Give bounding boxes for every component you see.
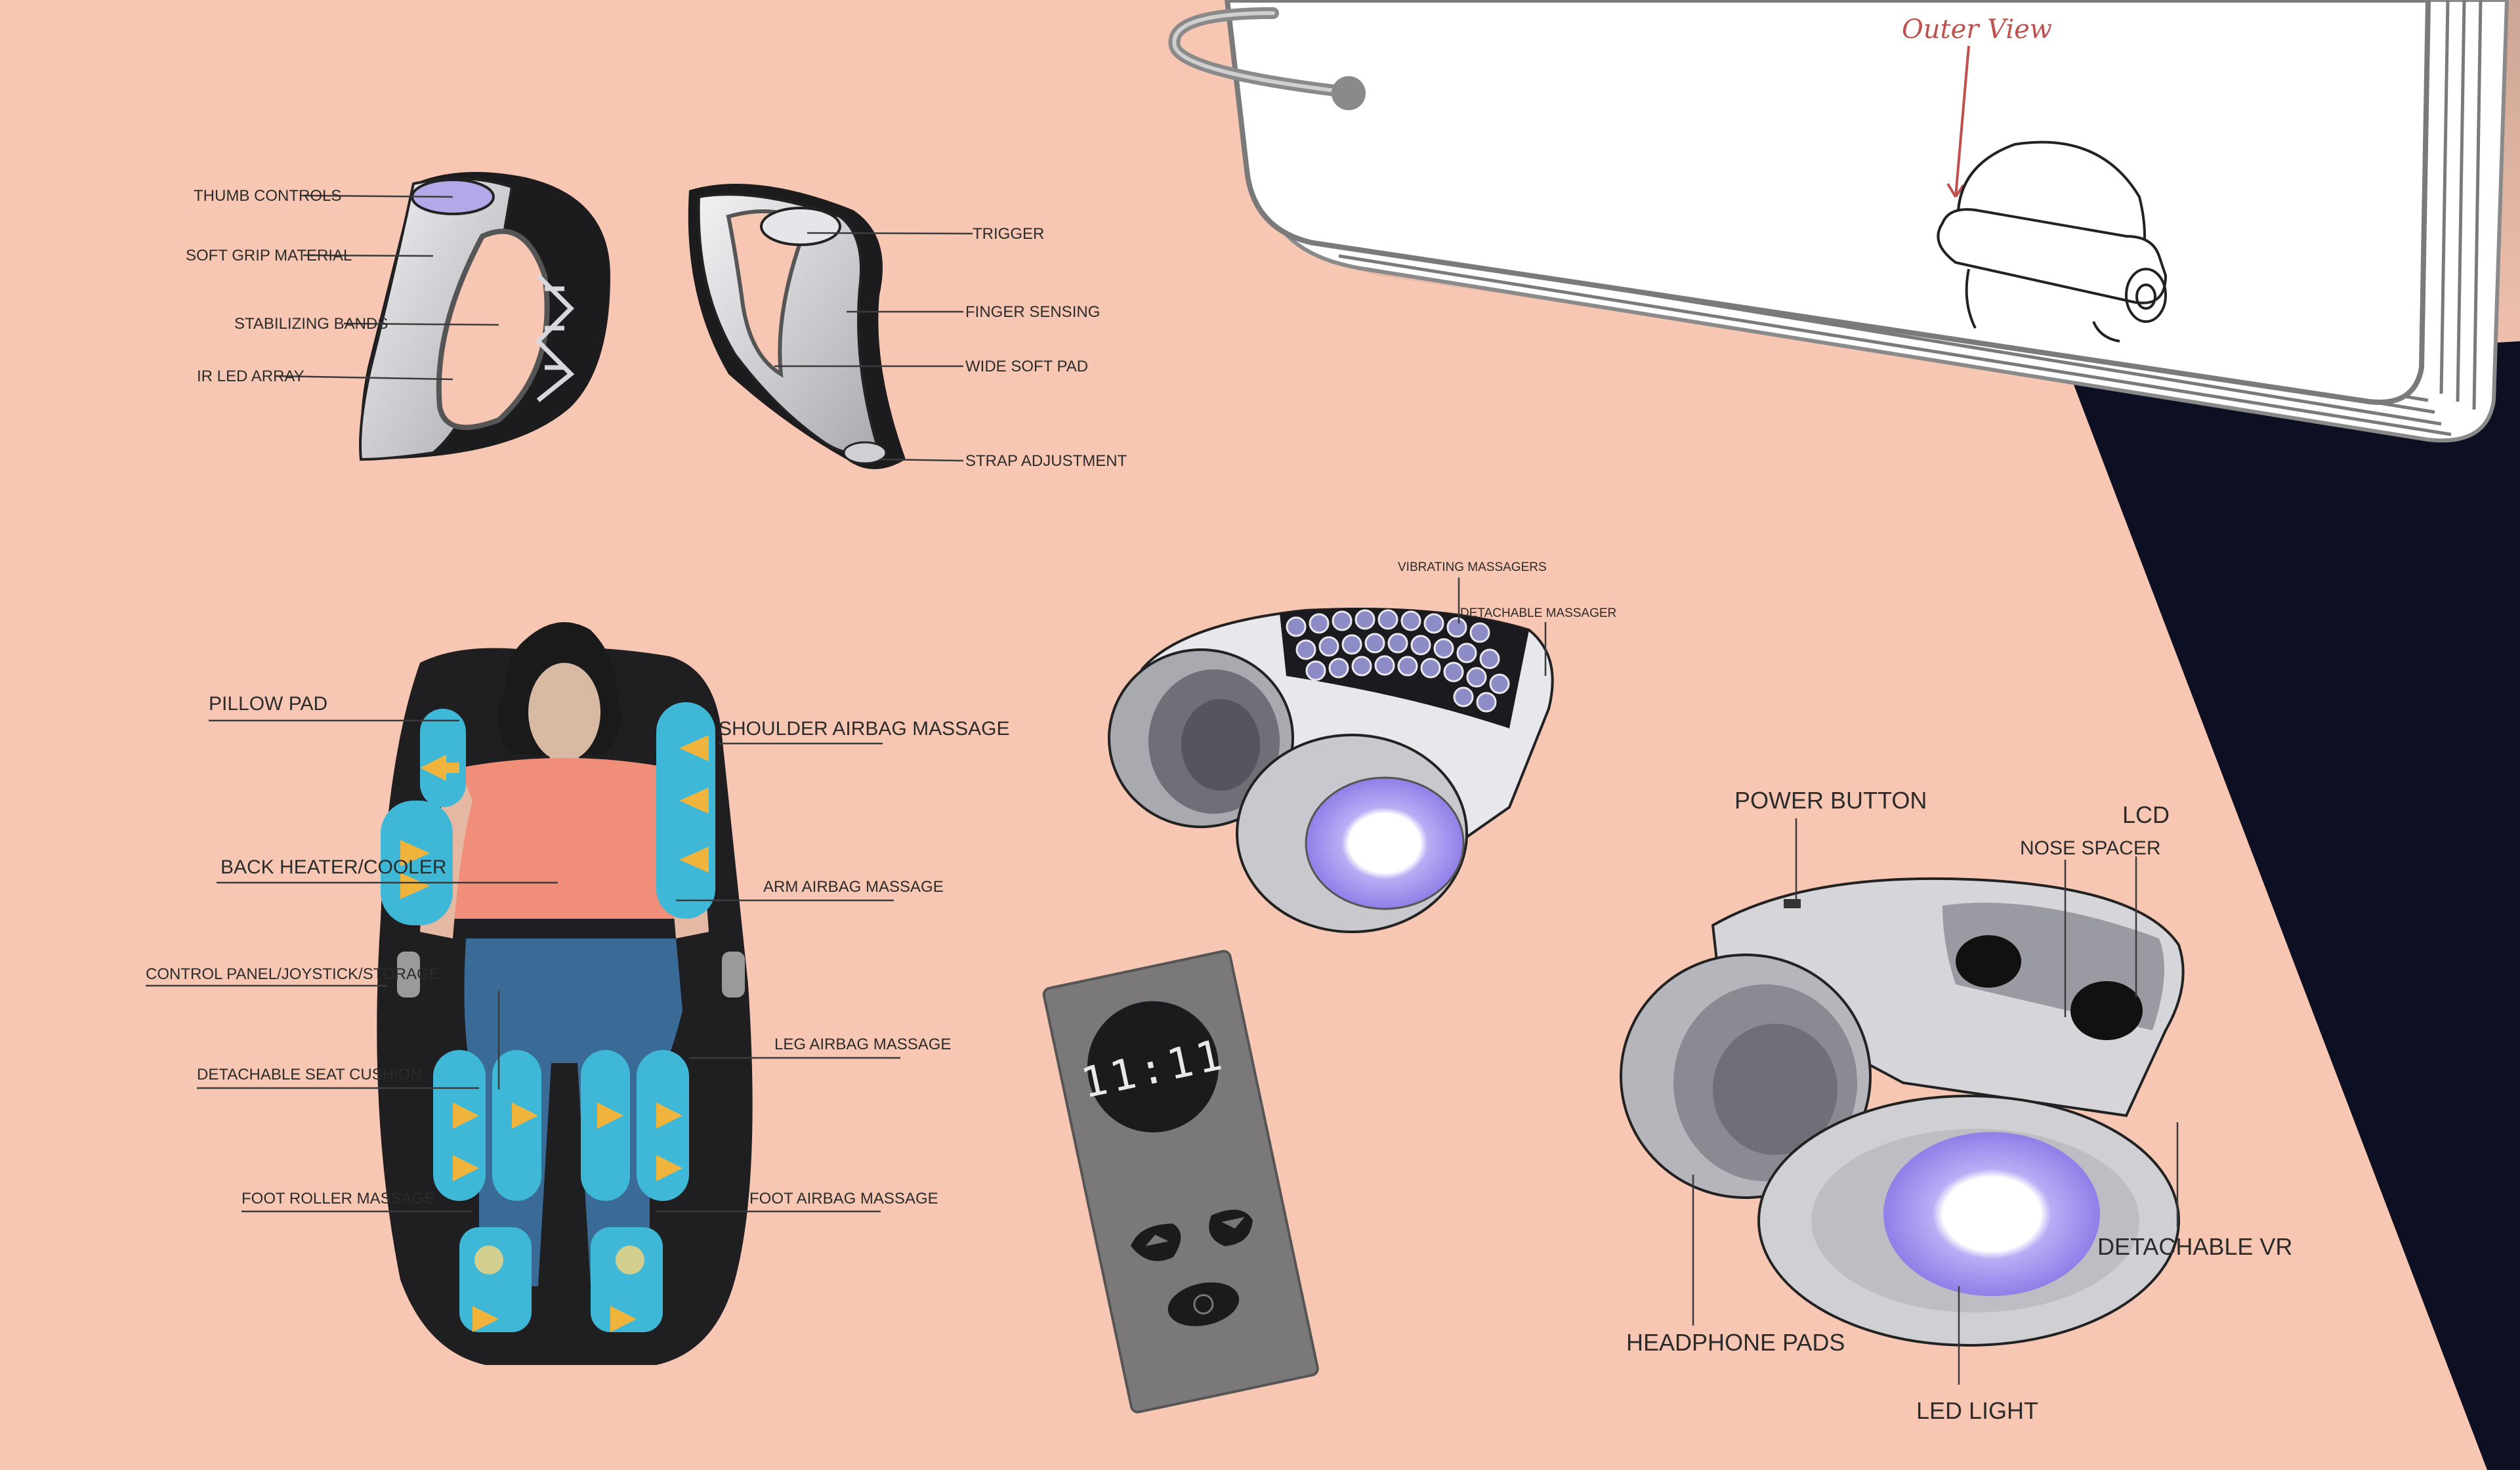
lcd-lens-right <box>2070 981 2143 1040</box>
ir-led-array-label: IR LED ARRAY <box>197 368 304 385</box>
massager-headphones: VIBRATING MASSAGERS DETACHABLE MASSAGER <box>1108 560 1616 933</box>
controller-right <box>688 184 906 469</box>
power-button[interactable] <box>1164 1276 1243 1332</box>
detachable-vr-label: DETACHABLE VR <box>2097 1233 2292 1260</box>
led-light-label: LED LIGHT <box>1916 1397 2038 1424</box>
shoulder-airbag-label: SHOULDER AIRBAG MASSAGE <box>719 718 1009 740</box>
binder-ring <box>1168 7 1366 110</box>
remote-control: 11:11 <box>1042 950 1319 1414</box>
stabilizing-bands-label: STABILIZING BANDS <box>234 315 388 333</box>
foot-airbag-label: FOOT AIRBAG MASSAGE <box>749 1190 938 1208</box>
trigger-label: TRIGGER <box>973 225 1044 243</box>
controller-left <box>359 172 610 461</box>
navy-corner <box>2067 341 2520 1470</box>
soft-grip-label: SOFT GRIP MATERIAL <box>186 247 352 264</box>
detachable-cushion-label: DETACHABLE SEAT CUSHION <box>197 1066 422 1083</box>
back-heater-label: BACK HEATER/COOLER <box>220 856 447 878</box>
airflow-arrows <box>400 735 709 1332</box>
detachable-massager-label: DETACHABLE MASSAGER <box>1460 606 1616 620</box>
thumb-controls-label: THUMB CONTROLS <box>194 187 341 205</box>
head-sketch <box>1937 140 2168 343</box>
arm-airbag-label: ARM AIRBAG MASSAGE <box>763 878 944 896</box>
pillow-pad-label: PILLOW PAD <box>209 693 327 715</box>
foot-roller-label: FOOT ROLLER MASSAGE <box>242 1190 434 1208</box>
face <box>528 663 600 761</box>
vibrating-massagers-label: VIBRATING MASSAGERS <box>1398 560 1547 574</box>
vr-headphones: POWER BUTTON LCD NOSE SPACER DETACHABLE … <box>1620 787 2292 1424</box>
lcd-lens-left <box>1956 935 2021 988</box>
power-button-label: POWER BUTTON <box>1734 787 1927 814</box>
control-panel-label: CONTROL PANEL/JOYSTICK/STORAGE <box>146 965 440 983</box>
power-switch[interactable] <box>1784 899 1801 908</box>
massage-chair-diagram: PILLOW PAD SHOULDER AIRBAG MASSAGE BACK … <box>146 622 1009 1365</box>
wide-soft-pad-label: WIDE SOFT PAD <box>965 358 1088 375</box>
nose-spacer-label: NOSE SPACER <box>2020 837 2161 859</box>
outer-view-annotation: Outer View <box>1902 14 2052 45</box>
notebook: Outer View <box>1168 0 2520 443</box>
strap-adjustment-label: STRAP ADJUSTMENT <box>965 452 1127 470</box>
finger-sensing-label: FINGER SENSING <box>965 303 1100 321</box>
headphone-pads-label: HEADPHONE PADS <box>1626 1329 1845 1356</box>
vibrating-massager-dots <box>1286 609 1510 713</box>
leg-airbag-label: LEG AIRBAG MASSAGE <box>774 1036 951 1053</box>
controller-diagram: THUMB CONTROLS SOFT GRIP MATERIAL STABIL… <box>186 172 1127 470</box>
lcd-label: LCD <box>2122 801 2170 828</box>
